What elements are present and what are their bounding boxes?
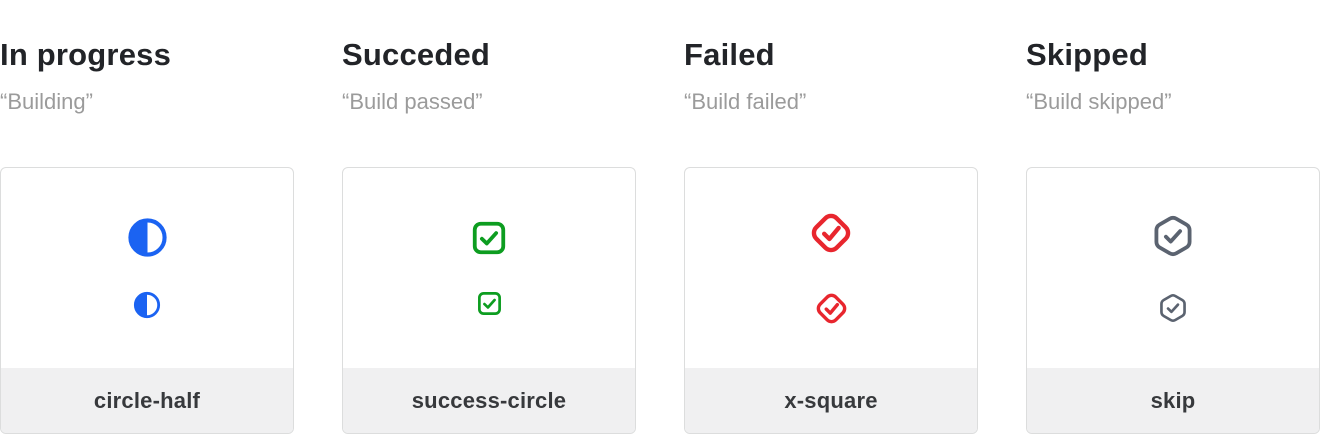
check-hexagon-icon-small (1160, 293, 1186, 322)
column-status-quote: “Build passed” (342, 89, 483, 114)
icon-card-circle-half: circle-half (0, 167, 294, 434)
icon-card-footer: x-square (685, 368, 977, 433)
column-title: Failed (684, 37, 775, 72)
icon-card-body (685, 168, 977, 368)
icon-name-label: x-square (784, 387, 878, 413)
column-failed: Failed “Build failed” x-square (684, 0, 978, 436)
icon-card-body (1027, 168, 1319, 368)
column-title: Skipped (1026, 37, 1148, 72)
column-title: In progress (0, 37, 172, 72)
check-diamond-icon-small (816, 293, 846, 324)
icon-name-label: success-circle (411, 387, 567, 413)
column-succeded: Succeded “Build passed” success-circle (342, 0, 636, 436)
icon-card-x-square: x-square (684, 167, 978, 434)
check-diamond-icon-large (811, 213, 851, 253)
icon-card-footer: circle-half (1, 368, 293, 433)
icon-card-success-circle: success-circle (342, 167, 636, 434)
column-in-progress: In progress “Building” circle-half (0, 0, 294, 436)
icon-name-label: circle-half (93, 387, 201, 413)
icon-card-skip: skip (1026, 167, 1320, 434)
column-status-quote: “Build failed” (684, 89, 807, 114)
icon-name-label: skip (1150, 387, 1196, 413)
icon-card-body (343, 168, 635, 368)
check-square-icon-small (477, 292, 501, 315)
check-hexagon-icon-large (1154, 215, 1192, 256)
column-skipped: Skipped “Build skipped” skip (1026, 0, 1320, 436)
icon-card-body (1, 168, 293, 368)
check-square-icon-large (472, 221, 506, 255)
icon-card-footer: success-circle (343, 368, 635, 433)
icon-card-footer: skip (1027, 368, 1319, 433)
column-status-quote: “Building” (0, 89, 93, 114)
circle-half-icon-small (133, 291, 161, 319)
column-status-quote: “Build skipped” (1026, 89, 1172, 114)
column-title: Succeded (342, 37, 491, 72)
circle-half-icon-large (127, 218, 167, 257)
